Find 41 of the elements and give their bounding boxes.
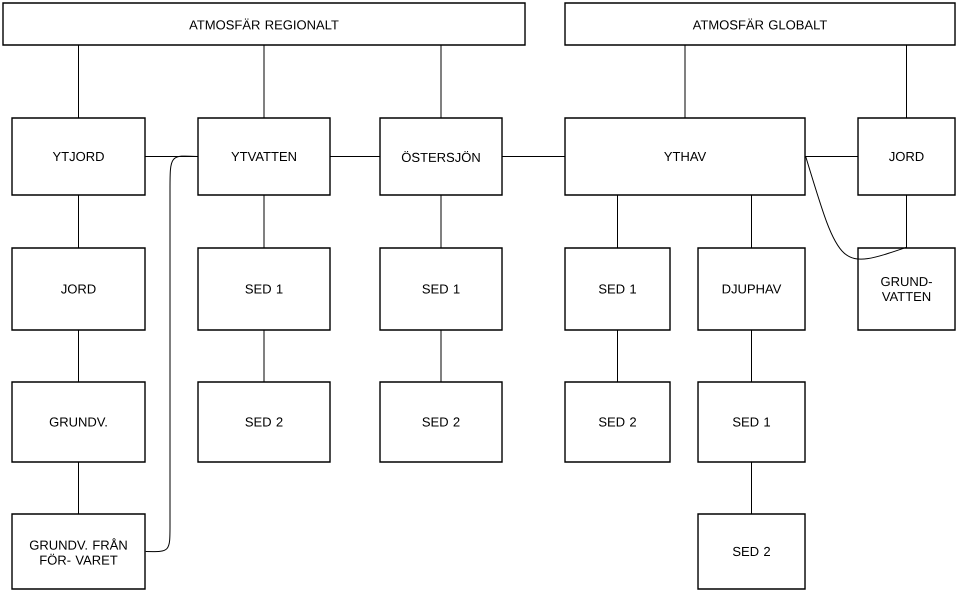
connector-line bbox=[145, 156, 198, 552]
process-box: SED 1 bbox=[379, 247, 503, 331]
connector-line bbox=[440, 330, 442, 382]
process-box: SED 2 bbox=[379, 381, 503, 463]
connector-line bbox=[617, 330, 618, 382]
connector-line bbox=[78, 44, 79, 118]
process-box: GRUND- VATTEN bbox=[857, 247, 956, 331]
process-box: JORD bbox=[857, 117, 956, 196]
connector-line bbox=[751, 462, 752, 514]
connector-line bbox=[751, 330, 752, 382]
connector-line bbox=[502, 156, 566, 157]
connector-line bbox=[617, 194, 618, 248]
connector-line bbox=[906, 194, 907, 248]
connector-line bbox=[804, 156, 858, 157]
process-box: JORD bbox=[11, 247, 146, 331]
connector-line bbox=[751, 194, 752, 248]
connector-line bbox=[78, 194, 79, 248]
connector-line bbox=[440, 44, 442, 118]
process-box: SED 2 bbox=[197, 381, 331, 463]
connector-line bbox=[805, 156, 907, 260]
process-box: ATMOSFÄR GLOBALT bbox=[564, 2, 956, 46]
process-box: SED 2 bbox=[564, 381, 671, 463]
connector-line bbox=[78, 462, 79, 514]
process-box: YTHAV bbox=[564, 117, 806, 196]
connector-line bbox=[906, 44, 907, 118]
process-box: SED 2 bbox=[697, 513, 806, 590]
connector-line bbox=[78, 330, 79, 382]
connector-line bbox=[440, 194, 442, 248]
process-box: YTVATTEN bbox=[197, 117, 331, 196]
process-box: SED 1 bbox=[197, 247, 331, 331]
connector-line bbox=[684, 44, 686, 118]
process-box: GRUNDV. bbox=[11, 381, 146, 463]
connector-line bbox=[330, 156, 380, 157]
process-box: DJUPHAV bbox=[697, 247, 806, 331]
process-box: SED 1 bbox=[564, 247, 671, 331]
process-box: ATMOSFÄR REGIONALT bbox=[2, 2, 526, 46]
process-box: YTJORD bbox=[11, 117, 146, 196]
process-box: GRUNDV. FRÅN FÖR- VARET bbox=[11, 513, 146, 590]
connector-line bbox=[144, 156, 198, 157]
process-box: ÖSTERSJÖN bbox=[379, 117, 503, 196]
process-box: SED 1 bbox=[697, 381, 806, 463]
